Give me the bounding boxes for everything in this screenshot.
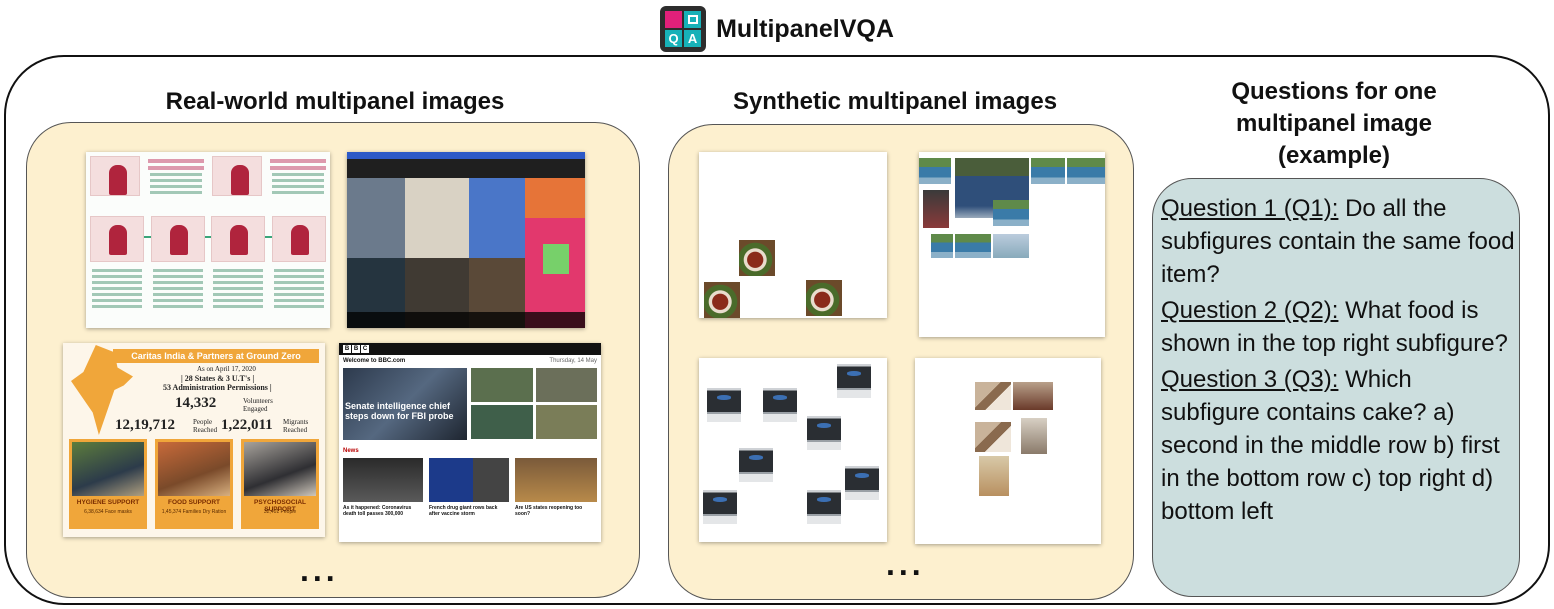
hygiene-support-card: HYGIENE SUPPORT 6,38,634 Face masks xyxy=(69,439,147,529)
synthetic-laptop-image xyxy=(699,358,887,542)
synthetic-tennis-image xyxy=(919,152,1105,337)
question-2: Question 2 (Q2): What food is shown in t… xyxy=(1161,297,1508,357)
psychosocial-support-card: PSYCHOSOCIAL SUPPORT 32,401 People xyxy=(241,439,319,529)
synthetic-bedroom-image xyxy=(915,358,1101,544)
synthetic-more-ellipsis: ... xyxy=(886,546,925,582)
questions-list: Question 1 (Q1): Do all the subfigures c… xyxy=(1161,192,1516,531)
caritas-infographic-image: Caritas India & Partners at Ground Zero … xyxy=(63,343,325,537)
page-title: MultipanelVQA xyxy=(716,14,894,43)
question-1: Question 1 (Q1): Do all the subfigures c… xyxy=(1161,195,1515,288)
covid-infographic-image xyxy=(86,152,330,328)
questions-title: Questions for one multipanel image (exam… xyxy=(1231,78,1437,169)
google-experiments-image xyxy=(347,152,585,328)
header: Q A MultipanelVQA xyxy=(0,6,1554,52)
food-support-card: FOOD SUPPORT 1,45,374 Families Dry Ratio… xyxy=(155,439,233,529)
real-world-title: Real-world multipanel images xyxy=(165,88,505,115)
questions-panel xyxy=(1152,178,1520,597)
synthetic-title: Synthetic multipanel images xyxy=(732,88,1058,115)
real-more-ellipsis: ... xyxy=(300,552,339,588)
caritas-banner: Caritas India & Partners at Ground Zero xyxy=(113,349,319,363)
synthetic-food-image xyxy=(699,152,887,318)
multipanelvqa-logo: Q A xyxy=(660,6,707,52)
question-3: Question 3 (Q3): Which subfigure contain… xyxy=(1161,366,1500,525)
outer-frame xyxy=(4,55,1550,605)
